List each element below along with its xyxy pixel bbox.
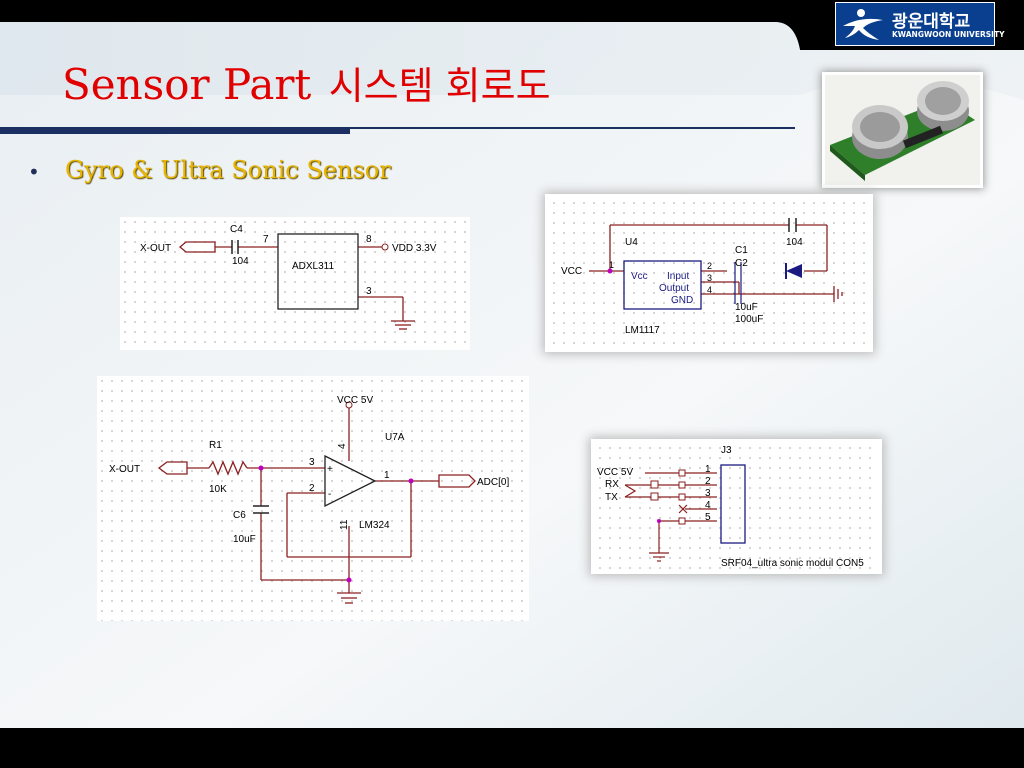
- reg-cap-value-2: 100uF: [735, 314, 763, 325]
- logo-english-text: KWANGWOON UNIVERSITY: [892, 30, 1005, 39]
- reg-chip-name: LM1117: [625, 325, 660, 336]
- conn-pin-2: 2: [705, 476, 711, 487]
- opamp-r-ref: R1: [209, 440, 222, 451]
- title-english: Sensor Part: [62, 60, 312, 109]
- reg-pin-2: 2: [707, 261, 712, 271]
- opamp-c-ref: C6: [233, 510, 246, 521]
- reg-pin-4: 4: [707, 285, 712, 295]
- opamp-minus-sign: -: [328, 489, 331, 500]
- conn-signal-rx: RX: [605, 479, 619, 490]
- reg-cap-value-1: 10uF: [735, 302, 758, 313]
- reg-cap-top-value: 104: [786, 237, 803, 248]
- opamp-pin-gnd: 11: [339, 519, 350, 530]
- opamp-chip-ref: U7A: [385, 432, 405, 443]
- conn-pin-1: 1: [705, 464, 711, 475]
- adxl-pin-gnd: 3: [366, 286, 372, 297]
- opamp-r-value: 10K: [209, 484, 227, 495]
- reg-pin-name-output: Output: [659, 283, 689, 294]
- bullet-text: Gyro & Ultra Sonic Sensor: [65, 156, 391, 184]
- logo-emblem-icon: [843, 9, 883, 40]
- opamp-chip-name: LM324: [359, 520, 390, 531]
- adxl-input-label: X-OUT: [140, 243, 171, 254]
- circuit-srf04-connector: J3 VCC 5V RX TX 1 2 3 4 5 SRF04_ultra so…: [595, 443, 878, 570]
- reg-pin-in-label: Vcc: [631, 271, 648, 282]
- opamp-pin-in-plus: 3: [309, 457, 315, 468]
- adxl-cap-value: 104: [232, 256, 249, 267]
- logo-korean-text: 광운대학교: [892, 12, 971, 32]
- opamp-vcc-label: VCC 5V: [337, 395, 373, 406]
- title-korean: 시스템 회로도: [328, 64, 551, 108]
- reg-chip-ref: U4: [625, 237, 638, 248]
- opamp-plus-sign: +: [327, 464, 333, 475]
- conn-pin-4: 4: [705, 500, 711, 511]
- opamp-pin-out: 1: [384, 470, 390, 481]
- reg-cap2-ref: C2: [735, 258, 748, 269]
- adxl-cap-ref: C4: [230, 224, 243, 235]
- conn-name: SRF04_ultra sonic modul CON5: [721, 558, 864, 569]
- conn-signal-vcc: VCC 5V: [597, 467, 633, 478]
- adxl-pin-vdd: 8: [366, 234, 372, 245]
- circuit-lm1117: VCC U4 LM1117 Vcc Input Output GND 1 2 3…: [549, 198, 869, 348]
- opamp-pin-vcc: 4: [337, 443, 348, 449]
- opamp-output-label: ADC[0]: [477, 477, 509, 488]
- opamp-c-value: 10uF: [233, 534, 256, 545]
- adxl-pin-out: 7: [263, 234, 269, 245]
- bullet-dot-icon: •: [28, 160, 40, 184]
- reg-vcc-label: VCC: [561, 266, 582, 277]
- transducer-left-icon: [852, 105, 908, 159]
- reg-cap1-ref: C1: [735, 245, 748, 256]
- reg-pin-3: 3: [707, 273, 712, 283]
- university-logo: 광운대학교 KWANGWOON UNIVERSITY: [835, 2, 1005, 46]
- ultrasonic-sensor-photo: [825, 75, 980, 185]
- reg-pin-name-gnd: GND: [671, 295, 693, 306]
- conn-pin-5: 5: [705, 512, 711, 523]
- transducer-right-icon: [917, 81, 969, 131]
- conn-signal-tx: TX: [605, 492, 618, 503]
- opamp-input-label: X-OUT: [109, 464, 140, 475]
- reg-pin-1: 1: [609, 260, 614, 270]
- circuit-lm324: VCC 5V U7A LM324 X-OUT ADC[0] R1 10K C6 …: [97, 376, 529, 621]
- adxl-chip-name: ADXL311: [292, 261, 335, 272]
- circuit-adxl311: X-OUT C4 104 ADXL311 7 8 3 VDD 3.3V: [120, 217, 470, 350]
- conn-ref: J3: [721, 445, 732, 456]
- slide-title: Sensor Part 시스템 회로도: [62, 64, 551, 106]
- reg-pin-name-input: Input: [667, 271, 689, 282]
- adxl-vdd-label: VDD 3.3V: [392, 243, 437, 254]
- opamp-pin-in-minus: 2: [309, 483, 315, 494]
- conn-pin-3: 3: [705, 488, 711, 499]
